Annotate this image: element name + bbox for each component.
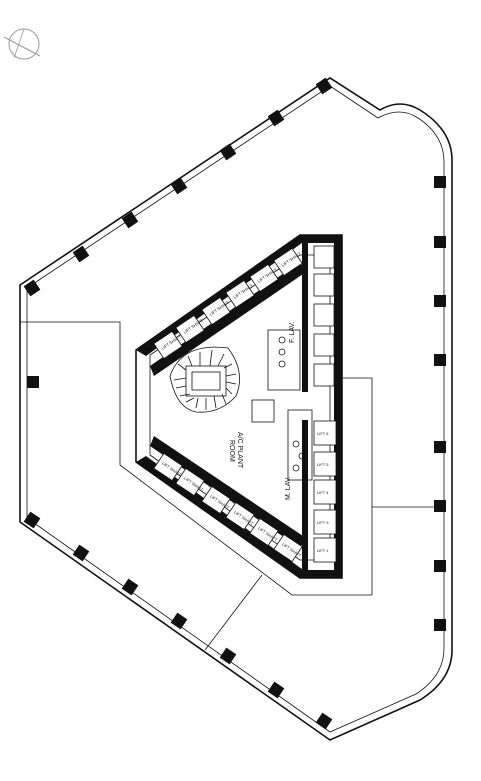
lower-lift-shafts: LIFT SHAFT LIFT SHAFT LIFT SHAFT LIFT SH…	[153, 452, 303, 563]
lift-label: LIFT 5	[317, 462, 329, 467]
lift-shaft: LIFT SHAFT	[153, 452, 183, 482]
ac-plant-room-label-1: A/C PLANT	[236, 432, 243, 469]
building-envelope	[19, 77, 453, 741]
lift-label: LIFT 4	[317, 490, 329, 495]
lift-shaft: LIFT SHAFT	[249, 517, 279, 547]
lift-shaft: LIFT SHAFT	[273, 247, 303, 277]
lift-shaft	[313, 303, 335, 327]
lift-shaft: LIFT SHAFT	[201, 296, 231, 326]
east-upper-shafts	[313, 245, 335, 387]
toilet-fixtures	[251, 329, 313, 481]
lift-shaft: LIFT SHAFT	[249, 263, 279, 293]
ac-plant-room-label-2: ROOM	[228, 440, 235, 462]
lift-car	[313, 451, 337, 477]
lift-shaft: LIFT SHAFT	[225, 501, 255, 531]
lift-car	[313, 537, 337, 563]
north-arrow-icon	[3, 28, 41, 60]
staircase	[169, 346, 240, 413]
lift-car	[313, 479, 337, 505]
lift-shaft	[313, 333, 335, 357]
lift-shaft: LIFT SHAFT	[175, 314, 205, 344]
partition-lines	[20, 321, 444, 651]
female-lavatory-label: F. LAV.	[289, 322, 296, 343]
lift-shaft	[313, 273, 335, 297]
lift-shaft: LIFT SHAFT	[201, 485, 231, 515]
upper-lift-shafts: LIFT SHAFT LIFT SHAFT LIFT SHAFT LIFT SH…	[153, 247, 303, 360]
lift-shaft: LIFT SHAFT	[153, 330, 183, 360]
male-lavatory-label: M. LAV.	[285, 476, 292, 500]
lift-car	[313, 509, 337, 535]
room-labels: A/C PLANT ROOM F. LAV. M. LAV.	[228, 322, 296, 500]
lift-label: LIFT 3	[317, 520, 329, 525]
lift-shaft	[313, 245, 335, 269]
lift-label: LIFT 6	[317, 431, 329, 436]
core-walls	[136, 235, 342, 578]
lift-shaft: LIFT SHAFT	[175, 467, 205, 497]
perimeter-columns	[23, 77, 446, 730]
lift-shaft: LIFT SHAFT	[273, 533, 303, 563]
lift-shaft	[313, 363, 335, 387]
lift-car	[313, 420, 337, 446]
east-passenger-lifts: LIFT 6 LIFT 5 LIFT 4 LIFT 3 LIFT 1	[313, 420, 337, 563]
lift-label: LIFT 1	[317, 548, 329, 553]
lift-shaft: LIFT SHAFT	[225, 279, 255, 309]
